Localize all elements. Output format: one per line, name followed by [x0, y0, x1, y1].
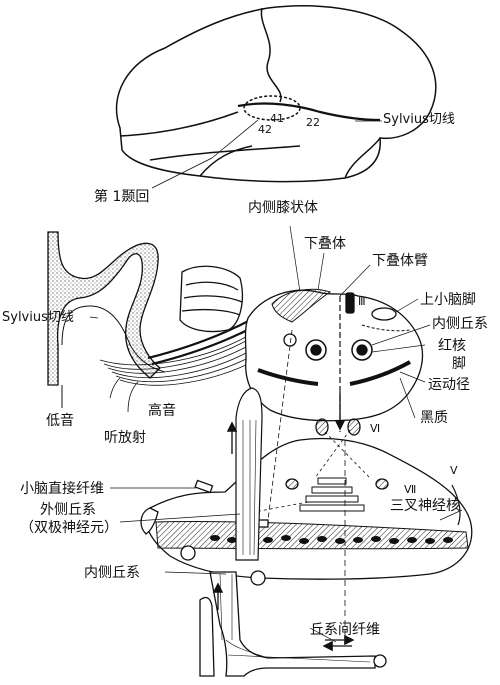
label-inferior-colliculus: 下叠体 — [304, 236, 346, 252]
substantia-nigra-right — [349, 360, 411, 386]
medial-geniculate-body — [271, 288, 332, 323]
midbrain-outline — [244, 289, 424, 422]
small-nucleus — [283, 333, 297, 347]
abducens-nucleus-right — [347, 418, 361, 436]
gyrus-line — [149, 145, 301, 161]
label-substantia-nigra: 黑质 — [420, 410, 448, 426]
medulla-lower — [180, 545, 387, 677]
label-high-tone: 高音 — [148, 403, 176, 419]
dcf-block — [194, 479, 214, 494]
vestibular-branch — [199, 596, 215, 677]
label-brachium-inferior-colliculus: 下叠体臂 — [372, 253, 428, 269]
label-area-22: 22 — [306, 116, 320, 129]
leader-lines — [89, 120, 463, 643]
label-medial-lemniscus-top: 内侧丘系 — [432, 316, 488, 332]
midbrain-section — [244, 288, 424, 422]
sylvian-fissure-line — [237, 102, 381, 122]
root-end — [373, 654, 387, 668]
facial-nucleus-right — [375, 478, 389, 490]
label-trigeminal-nucleus: 三叉神经核 — [390, 498, 460, 514]
root-circle-left — [180, 545, 196, 561]
root-circle-right — [250, 570, 266, 586]
label-superior-cerebellar-peduncle: 上小脑脚 — [420, 292, 476, 308]
gyrus-line-2 — [344, 137, 381, 179]
striped-block — [179, 265, 243, 333]
label-commissural-fibers: 丘系间纤维 — [310, 622, 380, 638]
auditory-cortex-area — [243, 95, 301, 121]
superior-olive — [299, 477, 365, 512]
label-cn-VI: Ⅵ — [370, 422, 381, 435]
label-red-nucleus: 红核 — [438, 338, 466, 354]
direction-arrows — [212, 392, 355, 652]
first-temporal-gyrus-pointer — [151, 157, 213, 189]
label-cerebral-peduncle: 脚 — [452, 356, 466, 372]
label-cn-VII: Ⅶ — [404, 483, 417, 496]
red-nucleus-right-core — [356, 344, 368, 356]
superior-temporal-sulcus — [199, 145, 253, 177]
label-lateral-lemniscus: 外侧丘系 — [40, 502, 96, 518]
scp-oval — [371, 307, 397, 321]
label-sylvius-fissure-top: Sylvius切线 — [383, 112, 455, 127]
label-auditory-radiation: 听放射 — [104, 430, 146, 446]
oculomotor-nucleus — [345, 292, 355, 314]
facial-nucleus-left — [285, 478, 299, 490]
label-medial-lemniscus-bottom: 内侧丘系 — [84, 565, 140, 581]
temporal-lobe-edge — [119, 111, 239, 137]
cerebellar-peduncle-stub — [140, 507, 159, 535]
white-matter-fold — [61, 305, 166, 373]
label-cn-III: Ⅲ — [358, 295, 366, 308]
cortex-pointer-line — [211, 119, 259, 159]
abducens-nucleus-left — [315, 418, 329, 436]
label-motor-pathway: 运动径 — [428, 377, 470, 393]
label-low-tone: 低音 — [46, 413, 74, 429]
brain-outline — [115, 5, 437, 183]
label-bipolar-neurons: （双极神经元） — [20, 520, 118, 536]
label-direct-cerebellar-fibers: 小脑直接纤维 — [20, 481, 104, 497]
cochlear-nerve-trunk — [209, 571, 376, 677]
cortex-dotted-band — [47, 231, 161, 386]
brain-lateral-view — [115, 5, 437, 189]
label-cn-V: Ⅴ — [450, 464, 458, 477]
label-area-42: 42 — [258, 123, 272, 136]
red-nucleus-left-core — [310, 344, 322, 356]
central-sulcus — [260, 7, 282, 103]
label-sylvius-fissure-left: Sylvius切线 — [2, 310, 74, 325]
label-first-temporal-gyrus: 第 1颞回 — [94, 189, 150, 205]
trigeminal-root — [451, 484, 461, 526]
substantia-nigra-left — [257, 368, 319, 386]
label-medial-geniculate-body: 内侧膝状体 — [248, 200, 318, 216]
label-area-41: 41 — [270, 112, 284, 125]
